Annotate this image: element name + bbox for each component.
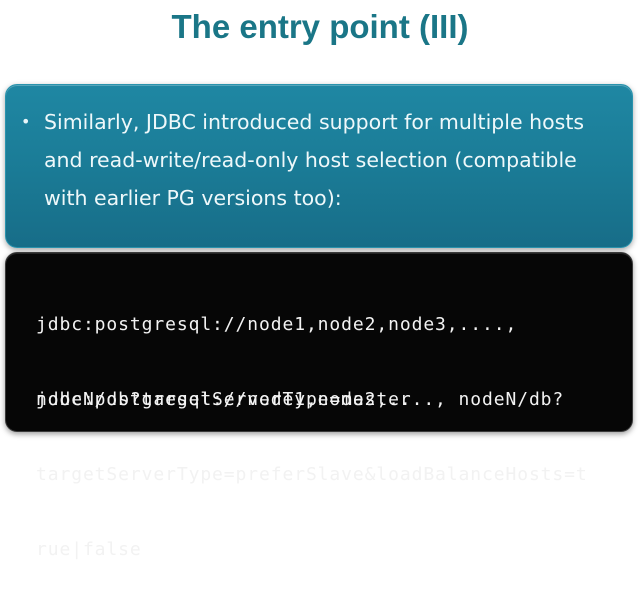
bullet-line: and read-write/read-only host selection …: [44, 148, 577, 172]
code-box: jdbc:postgresql://node1,node2,node3,....…: [5, 252, 633, 560]
slide-title: The entry point (III): [171, 8, 469, 45]
code-example-prefer-slave: jdbc:postgresql://node1,node2,...., node…: [36, 337, 588, 612]
code-line: jdbc:postgresql://node1,node2,node3,....…: [36, 314, 518, 335]
bullet-text: Similarly, JDBC introduced support for m…: [44, 103, 619, 217]
code-line: jdbc:postgresql://node1,node2,...., node…: [36, 389, 565, 410]
bullet-line: with earlier PG versions too):: [44, 186, 342, 210]
code-line: rue|false: [36, 539, 142, 560]
bullet-box: • Similarly, JDBC introduced support for…: [5, 84, 633, 248]
code-line: nodeN/db?targetServerType=master: [36, 389, 412, 410]
bullet-marker: •: [21, 112, 31, 131]
code-example-master: jdbc:postgresql://node1,node2,node3,....…: [36, 262, 517, 462]
bullet-line: Similarly, JDBC introduced support for m…: [44, 110, 585, 134]
code-line: targetServerType=preferSlave&loadBalance…: [36, 464, 588, 485]
